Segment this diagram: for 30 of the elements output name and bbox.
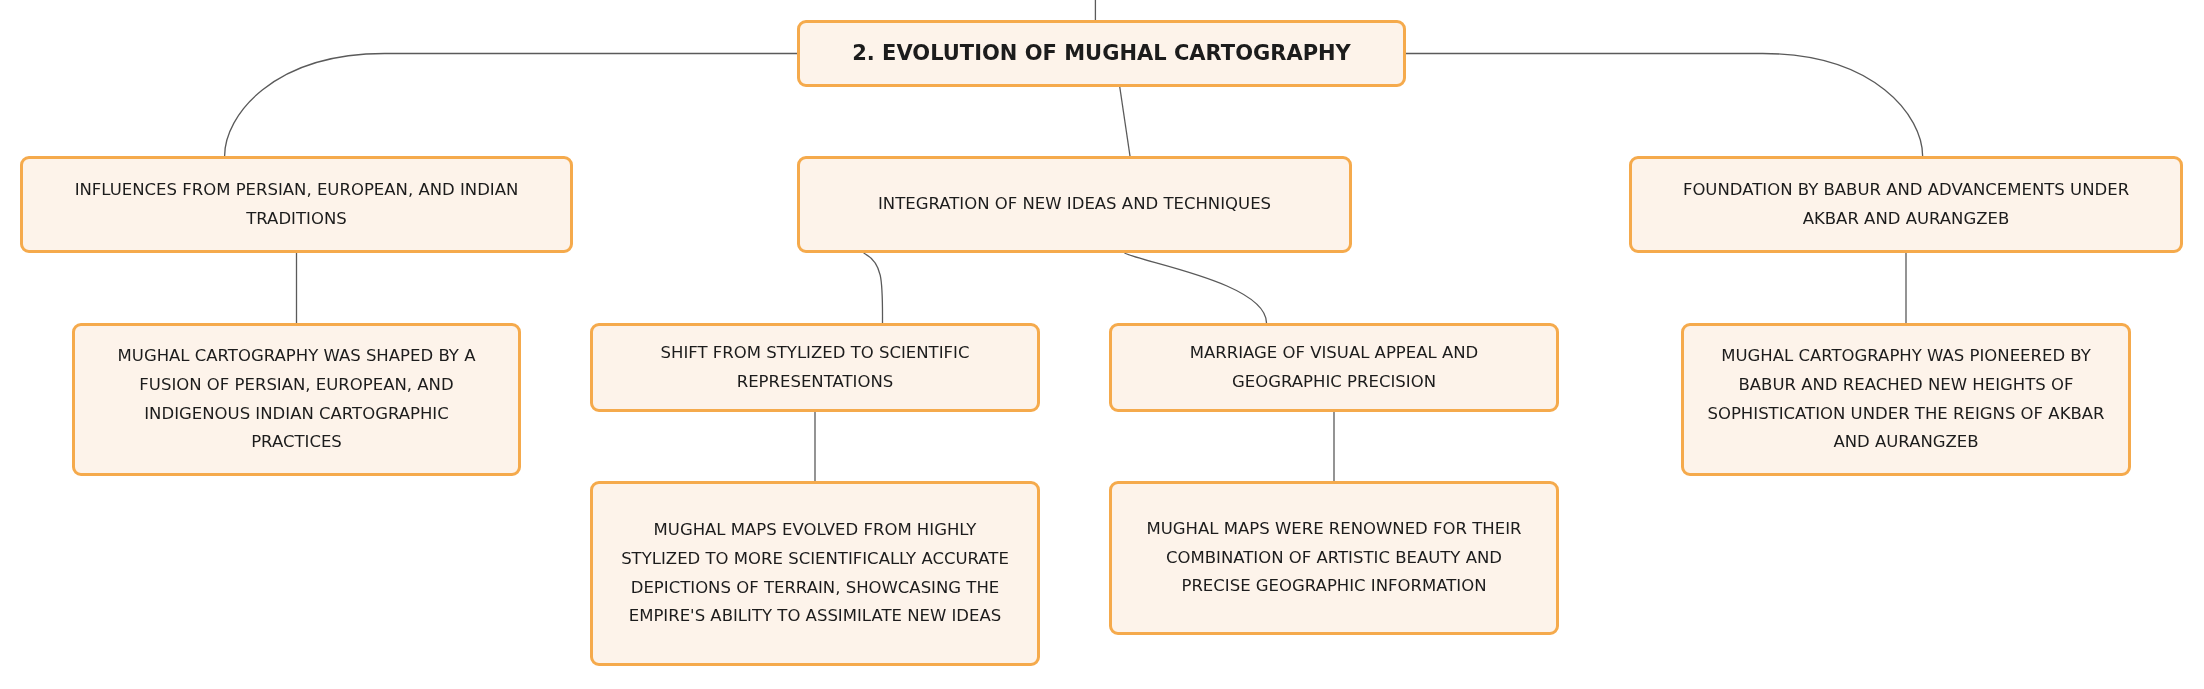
topic-box [590, 481, 1040, 666]
topic-box [20, 156, 573, 253]
topic-text: MUGHAL MAPS EVOLVED FROM HIGHLY STYLIZED TO MORE SCIENTIFICALLY ACCURATE DEPICTIONS OF TERRAIN, SHOWCASING THE EMPIRE'S ABILITY TO ASSIMILATE NEW IDEAS [620, 518, 1010, 628]
topic-text: INTEGRATION OF NEW IDEAS AND TECHNIQUES [877, 193, 1272, 216]
connector-line [223, 52, 798, 157]
connector-line [1405, 52, 1924, 157]
topic-box [1109, 481, 1559, 635]
connector-line [1094, 0, 1097, 21]
topic-box [797, 20, 1406, 87]
connector-line [1123, 252, 1268, 324]
topic-box [1629, 156, 2183, 253]
topic-text: MUGHAL MAPS WERE RENOWNED FOR THEIR COMBINATION OF ARTISTIC BEAUTY AND PRECISE GEOGRAPHIC INFORMATION [1145, 517, 1523, 598]
topic-box [1109, 323, 1559, 412]
topic-box [1681, 323, 2131, 476]
connector-line [862, 252, 884, 324]
topic-text: MUGHAL CARTOGRAPHY WAS PIONEERED BY BABUR AND REACHED NEW HEIGHTS OF SOPHISTICATION UNDER THE REIGNS OF AKBAR AND AURANGZEB [1706, 344, 2106, 454]
topic-text: MARRIAGE OF VISUAL APPEAL AND GEOGRAPHIC PRECISION [1188, 341, 1480, 393]
connector-line [1119, 86, 1131, 157]
topic-box [590, 323, 1040, 412]
topic-box [72, 323, 521, 476]
connector-line [295, 252, 298, 324]
connector-line [1905, 252, 1907, 324]
topic-text: 2. EVOLUTION OF MUGHAL CARTOGRAPHY [852, 40, 1351, 68]
topic-box [797, 156, 1352, 253]
connector-line [1333, 411, 1335, 482]
topic-text: FOUNDATION BY BABUR AND ADVANCEMENTS UNDER AKBAR AND AURANGZEB [1681, 178, 2131, 230]
topic-text: SHIFT FROM STYLIZED TO SCIENTIFIC REPRESENTATIONS [659, 341, 971, 393]
topic-text: MUGHAL CARTOGRAPHY WAS SHAPED BY A FUSION OF PERSIAN, EUROPEAN, AND INDIGENOUS INDIAN CARTOGRAPHIC PRACTICES [116, 344, 477, 454]
connector-line [814, 411, 816, 482]
topic-text: INFLUENCES FROM PERSIAN, EUROPEAN, AND INDIAN TRADITIONS [73, 178, 520, 230]
